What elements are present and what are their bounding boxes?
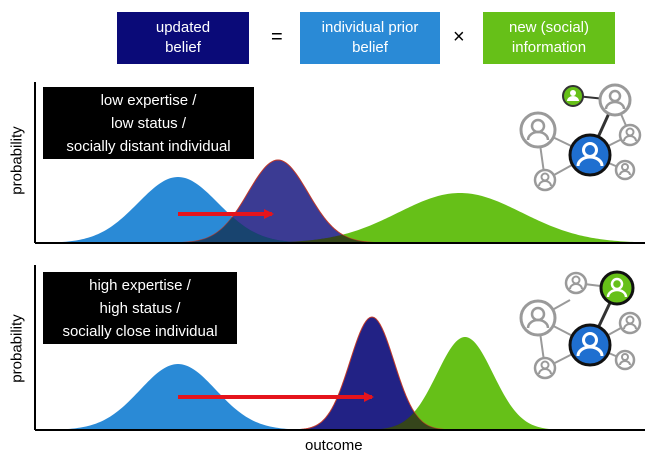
panel-top-label-line: low expertise / [100,91,197,109]
panel-top-curves [36,159,644,244]
x-axis-label: outcome [305,437,363,454]
overlap-new-updated-bottom [370,412,460,430]
overlap-new-updated-top [280,234,380,243]
panel-bottom-curves [36,316,600,431]
y-axis-label-top: probability [8,126,26,195]
panel-top-label: low expertise / low status / socially di… [43,87,254,159]
node-gray-icon [519,111,557,149]
social-network-icon-bottom [519,270,642,380]
y-axis-label-bottom: probability [8,314,26,383]
node-gray-icon [519,299,557,337]
new-info-curve-bottom [330,337,600,430]
panel-bottom-label-line: socially close individual [62,322,218,340]
prior-belief-text: individual prior belief [321,19,419,56]
new-information-box: new (social) information [483,12,615,64]
panel-top-label-line: socially distant individual [66,137,231,155]
social-network-icon-top [519,83,642,192]
new-info-curve-top [260,193,644,243]
new-information-text: new (social) information [508,19,590,56]
updated-belief-text: updated belief [155,19,211,56]
panel-top-label-line: low status / [110,114,187,132]
updated-belief-box: updated belief [117,12,249,64]
panel-bottom-label: high expertise / high status / socially … [43,272,237,344]
equals-sign: = [271,26,283,48]
prior-belief-box: individual prior belief [300,12,440,64]
panel-bottom-label-line: high expertise / [89,276,191,294]
panel-bottom-label-line: high status / [99,299,181,317]
overlap-prior-updated-top [180,217,300,243]
prior-curve-top [36,177,360,243]
times-sign: × [453,26,465,48]
